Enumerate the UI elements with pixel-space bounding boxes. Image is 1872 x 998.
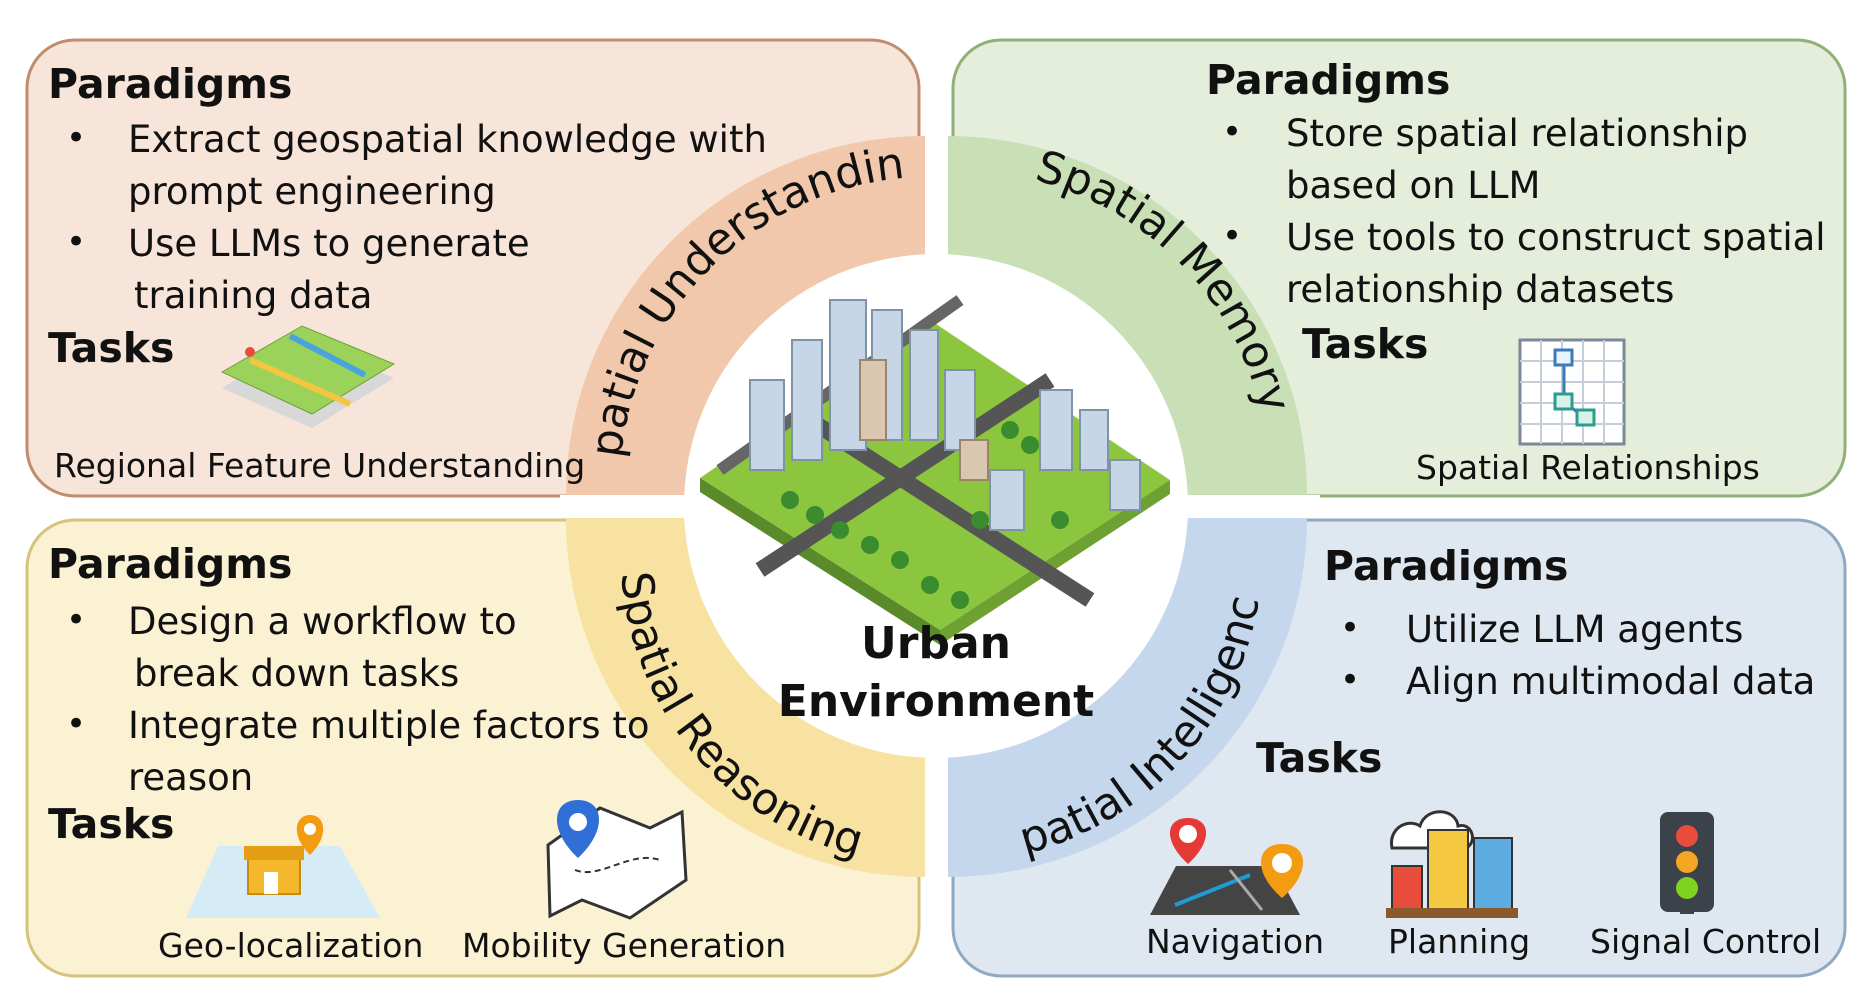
understanding-item-1-line2: prompt engineering (128, 170, 496, 213)
center-title-line2: Environment (777, 676, 1095, 727)
store-pin-map-icon (186, 815, 380, 918)
intelligence-item-1: Utilize LLM agents (1406, 608, 1744, 651)
task-label-geo-localization: Geo-localization (158, 926, 424, 965)
traffic-light-icon (1660, 812, 1714, 914)
task-label-planning: Planning (1388, 922, 1531, 961)
bullet: • (66, 118, 87, 158)
bullet: • (1222, 216, 1243, 256)
regional-map-icon (220, 325, 396, 428)
route-map-icon (546, 800, 688, 920)
city-illustration-icon (700, 295, 1170, 645)
understanding-item-2-line1: Use LLMs to generate (128, 222, 530, 265)
reasoning-item-1-line2: break down tasks (134, 652, 460, 695)
memory-item-2-line2: relationship datasets (1286, 268, 1675, 311)
task-label-regional: Regional Feature Understanding (54, 446, 586, 485)
bullet: • (1340, 660, 1361, 700)
intelligence-paradigms-heading: Paradigms (1324, 542, 1569, 590)
memory-item-1-line1: Store spatial relationship (1286, 112, 1748, 155)
city-buildings-icon (1386, 810, 1518, 918)
understanding-paradigms-heading: Paradigms (48, 60, 293, 108)
bullet: • (66, 600, 87, 640)
memory-item-1-line2: based on LLM (1286, 164, 1541, 207)
understanding-tasks-heading: Tasks (48, 324, 175, 372)
task-label-navigation: Navigation (1146, 922, 1324, 961)
intelligence-tasks-heading: Tasks (1256, 734, 1383, 782)
memory-tasks-heading: Tasks (1302, 320, 1429, 368)
bullet: • (66, 704, 87, 744)
intelligence-item-2: Align multimodal data (1406, 660, 1816, 703)
memory-item-2-line1: Use tools to construct spatial (1286, 216, 1826, 259)
understanding-item-1-line1: Extract geospatial knowledge with (128, 118, 767, 161)
reasoning-item-1-line1: Design a workflow to (128, 600, 517, 643)
memory-paradigms-heading: Paradigms (1206, 56, 1451, 104)
bullet: • (1222, 112, 1243, 152)
task-label-signal-control: Signal Control (1590, 922, 1822, 961)
task-label-spatial-relationships: Spatial Relationships (1416, 448, 1760, 487)
reasoning-item-2-line2: reason (128, 756, 254, 799)
bullet: • (66, 222, 87, 262)
reasoning-paradigms-heading: Paradigms (48, 540, 293, 588)
reasoning-tasks-heading: Tasks (48, 800, 175, 848)
bullet: • (1340, 608, 1361, 648)
reasoning-item-2-line1: Integrate multiple factors to (128, 704, 650, 747)
grid-graph-icon (1518, 338, 1626, 446)
task-label-mobility-generation: Mobility Generation (462, 926, 787, 965)
navigation-road-icon (1150, 818, 1304, 915)
understanding-item-2-line2: training data (134, 274, 373, 317)
center-title-line1: Urban (861, 618, 1011, 669)
